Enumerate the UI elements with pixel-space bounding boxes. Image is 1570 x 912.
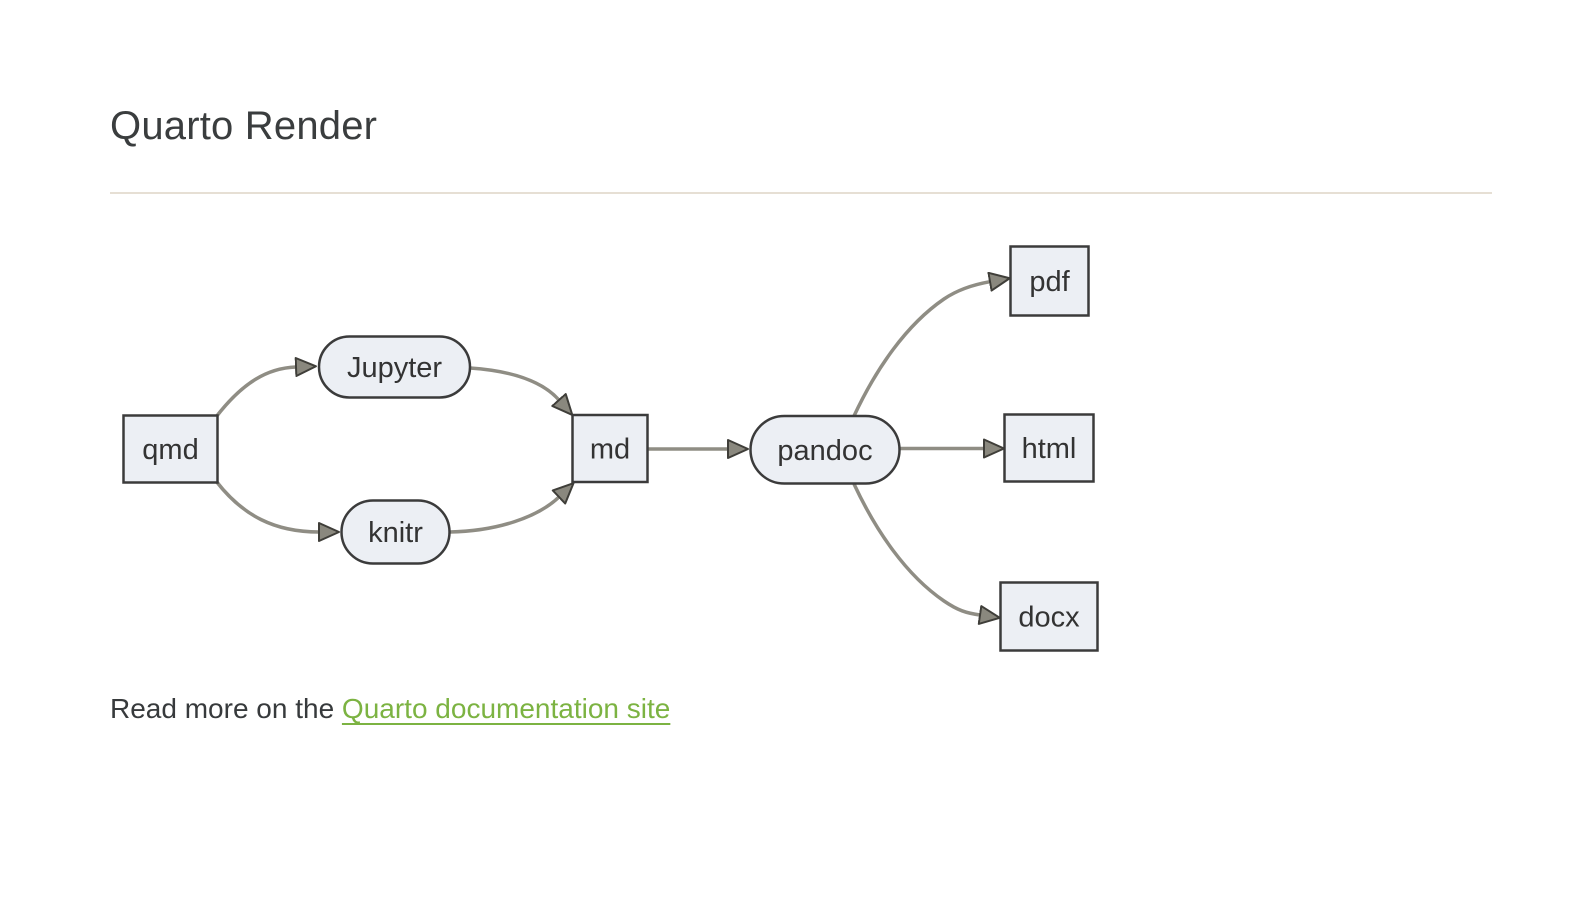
- node-qmd: qmd: [122, 414, 219, 484]
- flowchart-svg: qmd Jupyter knitr md pandoc pdf: [122, 245, 1099, 652]
- read-more-paragraph: Read more on the Quarto documentation si…: [110, 688, 1492, 730]
- read-more-text: Read more on the: [110, 693, 342, 724]
- document-page: Quarto Render qmd: [110, 104, 1492, 730]
- node-docx: docx: [999, 581, 1099, 652]
- node-pandoc-label: pandoc: [777, 435, 872, 467]
- page-title: Quarto Render: [110, 104, 378, 148]
- node-jupyter: Jupyter: [317, 335, 472, 399]
- node-md: md: [571, 413, 649, 484]
- quarto-documentation-link[interactable]: Quarto documentation site: [341, 693, 671, 724]
- node-md-box: [571, 413, 649, 484]
- node-knitr-label: knitr: [368, 517, 423, 549]
- edge-pandoc-docx: [852, 483, 1001, 625]
- node-qmd-label: qmd: [142, 434, 198, 466]
- node-html-box: [1003, 413, 1095, 483]
- node-html-label: html: [1022, 433, 1077, 465]
- node-qmd-box: [122, 414, 219, 484]
- node-knitr-box: [340, 499, 451, 565]
- edge-knitr-md: [449, 482, 575, 534]
- node-pandoc: pandoc: [749, 414, 901, 485]
- node-docx-box: [999, 581, 1099, 652]
- node-md-label: md: [590, 434, 630, 466]
- edge-qmd-knitr: [214, 479, 340, 542]
- node-knitr: knitr: [340, 499, 451, 565]
- edge-jupyter-md: [469, 366, 574, 416]
- edge-qmd-jupyter: [214, 357, 317, 419]
- node-html: html: [1003, 413, 1095, 483]
- node-jupyter-label: Jupyter: [347, 352, 442, 384]
- node-pdf-box: [1009, 245, 1090, 317]
- node-pandoc-box: [749, 414, 901, 485]
- title-divider: [110, 192, 1492, 194]
- node-pdf: pdf: [1009, 245, 1090, 317]
- node-pdf-label: pdf: [1029, 266, 1070, 298]
- node-jupyter-box: [317, 335, 472, 399]
- edge-pandoc-pdf: [852, 271, 1011, 417]
- node-docx-label: docx: [1018, 602, 1080, 634]
- quarto-render-flowchart: qmd Jupyter knitr md pandoc pdf: [110, 229, 1492, 674]
